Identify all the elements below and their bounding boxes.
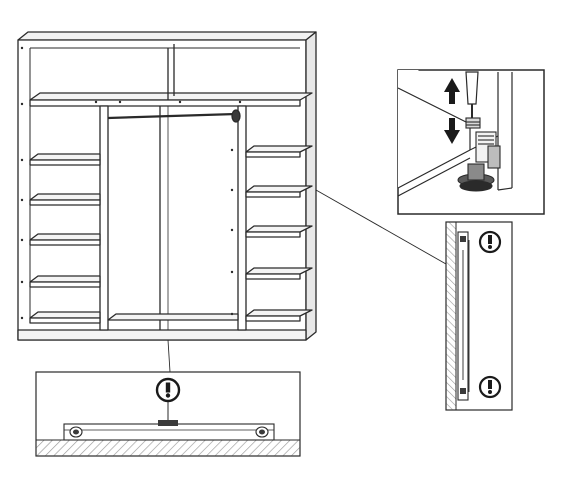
side-rail-detail-panel xyxy=(445,221,513,411)
wardrobe-plinth xyxy=(17,329,307,341)
fixing-holes xyxy=(20,46,242,320)
left-partition xyxy=(99,105,109,331)
wardrobe xyxy=(17,31,317,341)
screwdriver xyxy=(465,71,479,105)
exclamation-circle-icon xyxy=(155,377,181,403)
exclamation-circle-icon xyxy=(478,375,502,399)
bottom-rail xyxy=(63,423,275,441)
bottom-rail-detail-panel xyxy=(35,371,301,457)
leader-to-adjuster xyxy=(315,189,447,265)
right-shelves xyxy=(245,145,313,322)
adjuster-detail-panel xyxy=(397,69,545,215)
rail-bracket xyxy=(231,109,241,123)
exclamation-circle-icon xyxy=(478,230,502,254)
leader-lines xyxy=(167,189,447,373)
right-partition xyxy=(237,105,247,331)
upper-shelf xyxy=(29,92,313,101)
leader-to-bottom-rail xyxy=(167,339,171,373)
up-down-arrow-icon xyxy=(444,78,460,144)
adjuster-bolt xyxy=(457,117,501,192)
hanging-rail xyxy=(107,112,237,120)
left-shelves xyxy=(29,153,101,324)
wardrobe-top-panel xyxy=(17,31,317,41)
